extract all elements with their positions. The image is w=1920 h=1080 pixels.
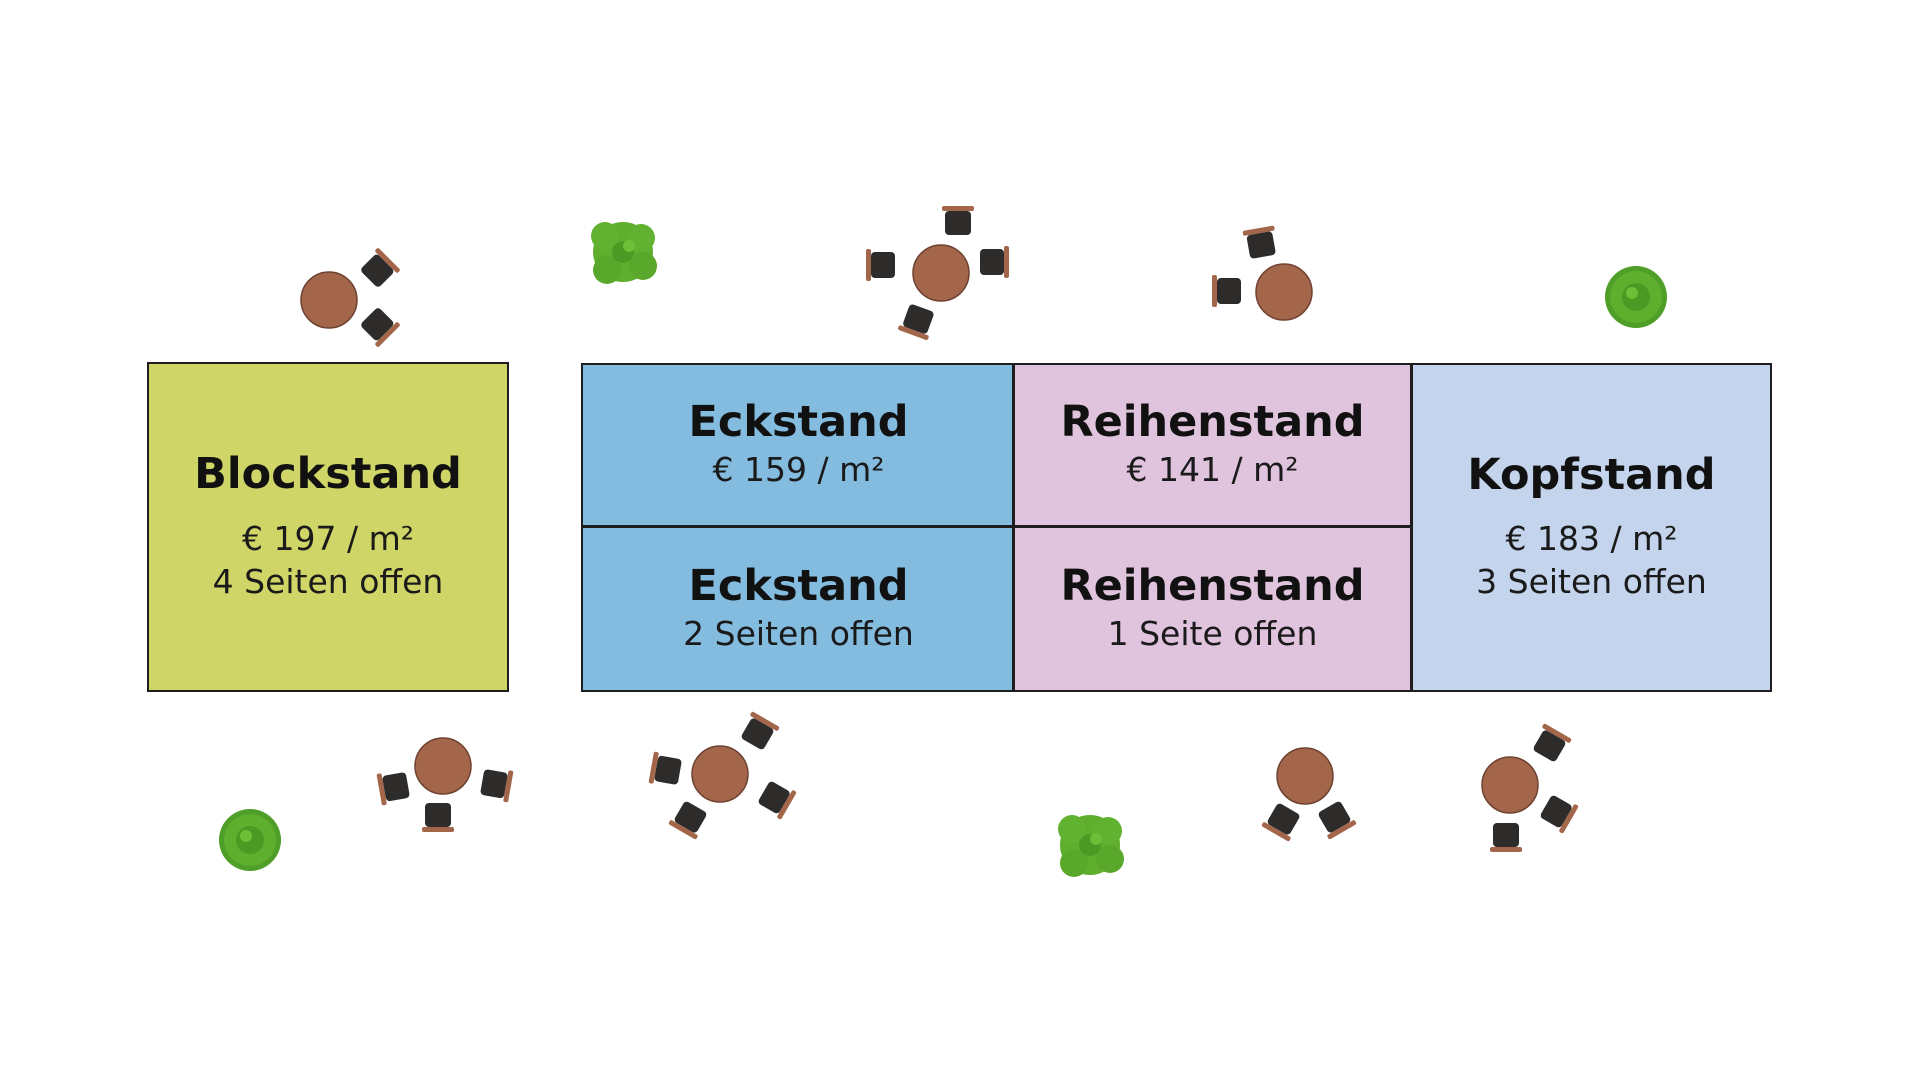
booth-name: Blockstand: [194, 449, 462, 500]
booth-price: € 197 / m²: [242, 518, 414, 558]
table-with-chairs-icon: [376, 737, 514, 832]
booth-reihenstand-top: Reihenstand € 141 / m²: [1012, 363, 1412, 528]
table-with-chairs-icon: [648, 711, 797, 840]
booth-reihenstand-bottom: Reihenstand 1 Seite offen: [1012, 526, 1412, 692]
booth-name: Kopfstand: [1467, 449, 1716, 500]
booth-name: Eckstand: [688, 560, 909, 611]
booth-kopfstand: Kopfstand € 183 / m² 3 Seiten offen: [1410, 363, 1772, 692]
booth-sides: 3 Seiten offen: [1476, 562, 1707, 602]
table-with-chairs-icon: [1212, 225, 1313, 321]
booth-price: € 141 / m²: [1126, 450, 1299, 490]
booth-price: € 183 / m²: [1505, 519, 1678, 559]
booth-name: Reihenstand: [1060, 396, 1365, 447]
booth-sides: 2 Seiten offen: [683, 614, 914, 654]
booth-blockstand: Blockstand € 197 / m² 4 Seiten offen: [147, 362, 509, 692]
table-with-chairs-icon: [300, 247, 401, 348]
booth-sides: 4 Seiten offen: [212, 561, 444, 601]
booth-eckstand-bottom: Eckstand 2 Seiten offen: [581, 526, 1014, 692]
plant-icon: [591, 222, 657, 284]
table-with-chairs-icon: [1481, 723, 1579, 852]
plant-icon: [1058, 815, 1124, 877]
plant-icon: [219, 809, 281, 871]
booth-sides: 1 Seite offen: [1107, 614, 1318, 654]
table-with-chairs-icon: [1261, 747, 1357, 842]
plant-icon: [1605, 266, 1667, 328]
booth-price: € 159 / m²: [712, 450, 885, 490]
booth-name: Eckstand: [688, 396, 909, 447]
booth-eckstand-top: Eckstand € 159 / m²: [581, 363, 1014, 528]
booth-name: Reihenstand: [1060, 560, 1365, 611]
table-with-chairs-icon: [866, 206, 1009, 341]
